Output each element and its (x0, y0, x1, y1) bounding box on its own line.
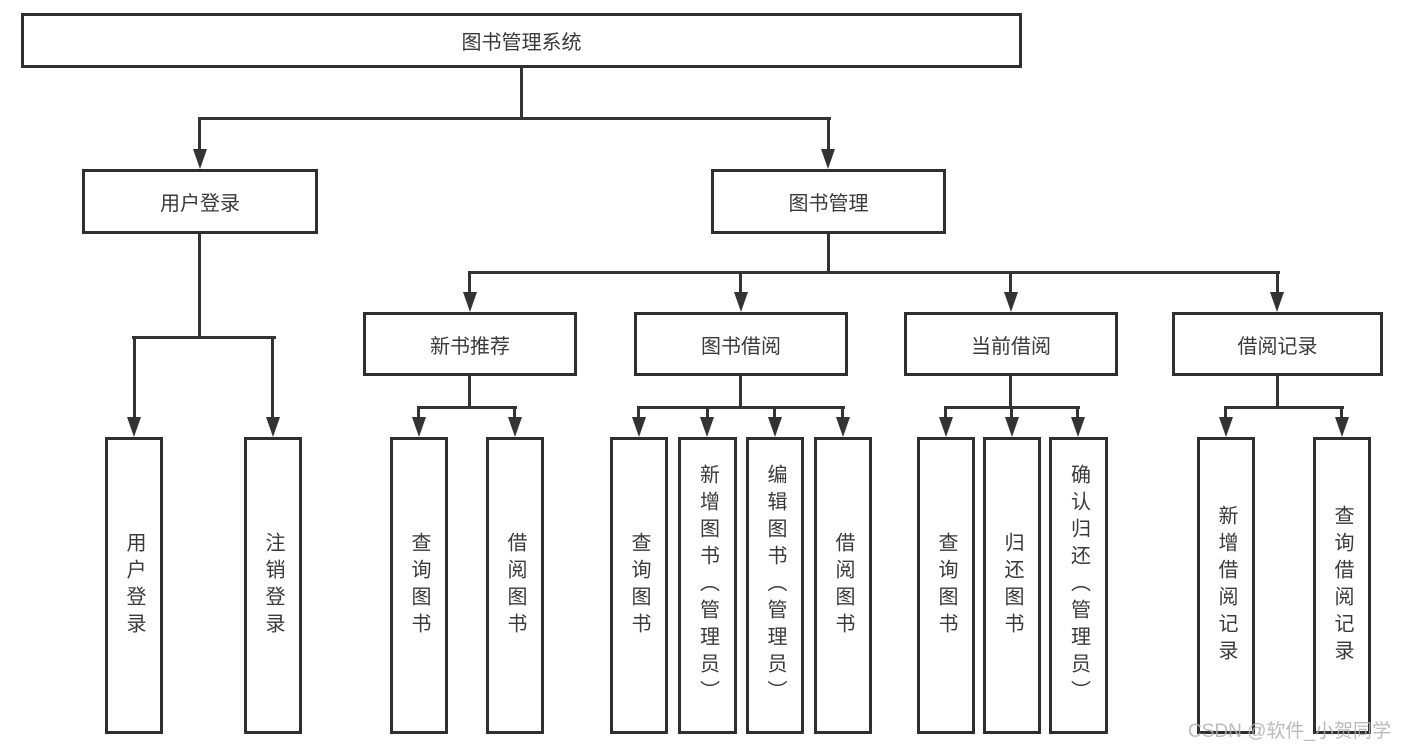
arrow-shaft (773, 406, 776, 419)
arrow-down-icon (1004, 292, 1018, 312)
leaf-return-books: 归还图书 (983, 437, 1041, 734)
arrow-down-icon (939, 417, 953, 437)
leaf-query-books-current: 查询图书 (917, 437, 975, 734)
arrow-down-icon (463, 292, 477, 312)
arrow-down-icon (1335, 417, 1349, 437)
arrow-down-icon (700, 417, 714, 437)
node-root: 图书管理系统 (21, 13, 1022, 68)
arrow-shaft (417, 406, 420, 419)
csdn-watermark: CSDN @软件_小贺同学 (1188, 721, 1391, 742)
leaf-query-books-borrow-label: 查询图书 (628, 531, 650, 640)
node-borrow-records: 借阅记录 (1172, 312, 1383, 376)
arrow-shaft (513, 406, 516, 419)
arrow-down-icon (193, 149, 207, 169)
leaf-add-books-admin-label: 新增图书（管理员） (696, 464, 719, 707)
arrow-down-icon (836, 417, 850, 437)
arrow-shaft (944, 406, 947, 419)
arrow-shaft (1276, 271, 1279, 294)
leaf-borrow-books-label: 借阅图书 (832, 531, 854, 640)
node-user-login-label: 用户登录 (160, 193, 240, 215)
node-book-management-label: 图书管理 (788, 193, 869, 215)
arrow-shaft (133, 336, 136, 419)
leaf-confirm-return-admin: 确认归还（管理员） (1049, 437, 1108, 734)
arrow-down-icon (821, 149, 835, 169)
leaf-borrow-books: 借阅图书 (814, 437, 872, 734)
arrow-shaft (1009, 271, 1012, 294)
leaf-query-books-current-label: 查询图书 (935, 531, 957, 640)
connector-stem-current-borrow (1009, 374, 1012, 407)
leaf-user-login: 用户登录 (105, 437, 163, 734)
arrow-down-icon (1219, 417, 1233, 437)
arrow-shaft (1340, 406, 1343, 419)
leaf-query-books-recommend: 查询图书 (390, 437, 448, 734)
arrow-shaft (841, 406, 844, 419)
arrow-down-icon (1270, 292, 1284, 312)
leaf-borrow-books-recommend-label: 借阅图书 (504, 531, 526, 640)
leaf-edit-books-admin: 编辑图书（管理员） (746, 437, 804, 734)
leaf-query-books-borrow: 查询图书 (610, 437, 668, 734)
leaf-add-borrow-record: 新增借阅记录 (1197, 437, 1255, 734)
connector-stem-book-management (827, 231, 830, 272)
arrow-shaft (271, 336, 274, 419)
arrow-shaft (1010, 406, 1013, 419)
leaf-edit-books-admin-label: 编辑图书（管理员） (764, 464, 786, 707)
connector-stem-borrow-records (1276, 374, 1279, 407)
node-new-book-recommend-label: 新书推荐 (430, 335, 510, 358)
connector-stem-new-book-recommend (468, 374, 471, 407)
node-root-label: 图书管理系统 (461, 32, 582, 54)
leaf-logout: 注销登录 (244, 437, 302, 734)
arrow-shaft (739, 271, 742, 294)
arrow-down-icon (734, 292, 748, 312)
connector-stem-user-login (198, 231, 201, 337)
arrow-down-icon (127, 417, 141, 437)
arrow-down-icon (1005, 417, 1019, 437)
arrow-shaft (706, 406, 709, 419)
node-current-borrow-label: 当前借阅 (971, 335, 1051, 358)
leaf-logout-label: 注销登录 (262, 531, 284, 640)
connector-bar-borrow-records (1224, 406, 1344, 409)
arrow-shaft (1076, 406, 1079, 419)
node-user-login: 用户登录 (82, 169, 318, 234)
leaf-query-borrow-record-label: 查询借阅记录 (1331, 504, 1353, 667)
arrow-shaft (468, 271, 471, 294)
connector-bar-new-book-recommend (417, 406, 517, 409)
connector-stem-root (520, 66, 523, 118)
arrow-down-icon (266, 417, 280, 437)
leaf-return-books-label: 归还图书 (1001, 531, 1023, 640)
node-current-borrow: 当前借阅 (904, 312, 1118, 376)
leaf-query-books-recommend-label: 查询图书 (408, 531, 430, 640)
arrow-down-icon (768, 417, 782, 437)
arrow-shaft (637, 406, 640, 419)
connector-bar-user-login (132, 336, 276, 339)
arrow-down-icon (412, 417, 426, 437)
leaf-add-borrow-record-label: 新增借阅记录 (1215, 504, 1237, 667)
arrow-shaft (1224, 406, 1227, 419)
leaf-borrow-books-recommend: 借阅图书 (486, 437, 544, 734)
arrow-down-icon (508, 417, 522, 437)
node-book-borrow: 图书借阅 (634, 312, 848, 376)
leaf-query-borrow-record: 查询借阅记录 (1313, 437, 1371, 734)
node-book-borrow-label: 图书借阅 (701, 335, 781, 358)
leaf-confirm-return-admin-label: 确认归还（管理员） (1067, 464, 1090, 707)
node-new-book-recommend: 新书推荐 (363, 312, 577, 376)
arrow-shaft (827, 117, 830, 151)
node-borrow-records-label: 借阅记录 (1237, 335, 1318, 358)
arrow-down-icon (632, 417, 646, 437)
connector-bar-book-management (468, 271, 1280, 274)
leaf-user-login-label: 用户登录 (123, 531, 145, 640)
connector-bar-book-borrow (637, 406, 845, 409)
node-book-management: 图书管理 (711, 169, 946, 234)
arrow-down-icon (1071, 417, 1085, 437)
connector-bar-root (198, 117, 831, 120)
arrow-shaft (198, 117, 201, 151)
leaf-add-books-admin: 新增图书（管理员） (678, 437, 737, 734)
connector-stem-book-borrow (739, 374, 742, 407)
